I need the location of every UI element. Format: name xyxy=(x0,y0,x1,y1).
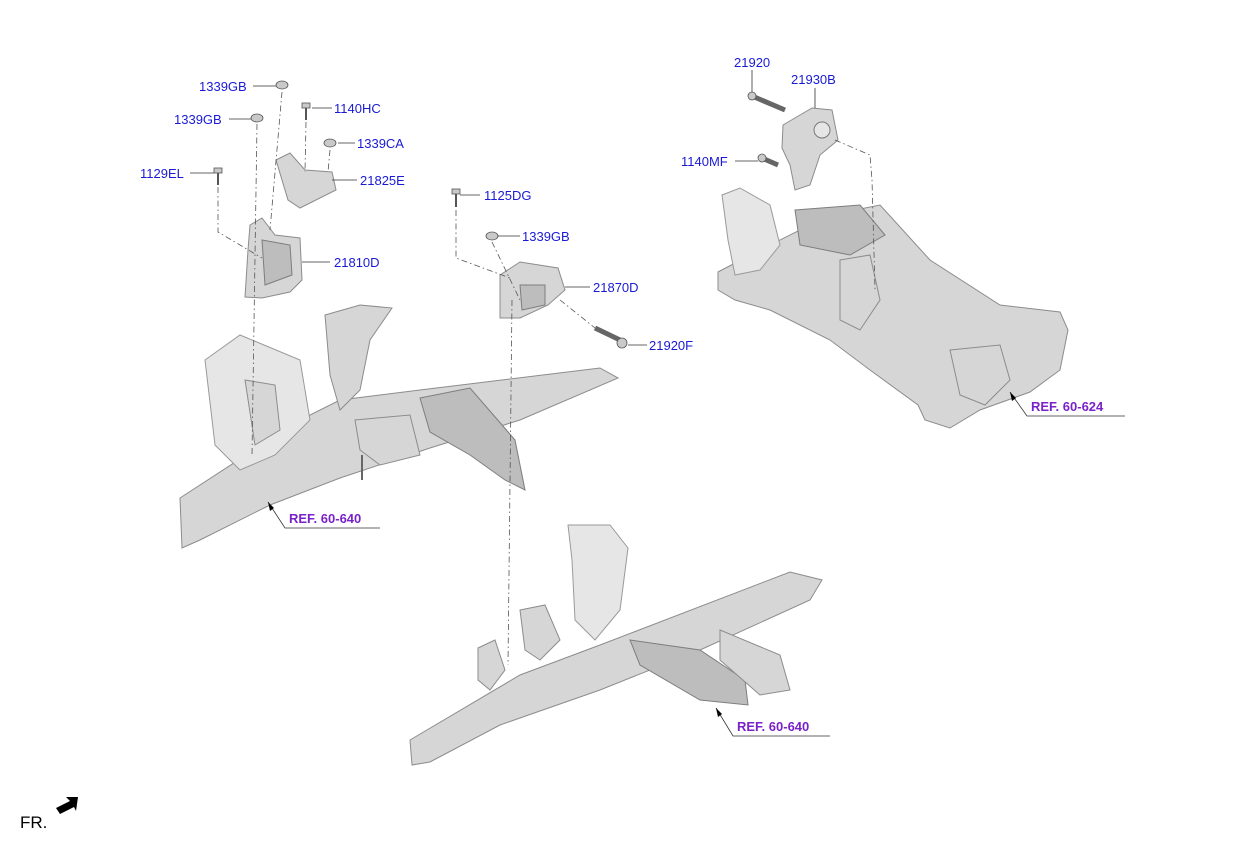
bracket-21825e xyxy=(275,152,337,209)
label-1125dg: 1125DG xyxy=(484,188,531,203)
engine-mount-21810d xyxy=(244,217,303,299)
label-21920f: 21920F xyxy=(649,338,693,353)
subframe-assembly xyxy=(717,187,1069,429)
ref-link-right[interactable]: REF. 60-624 xyxy=(1031,399,1104,414)
label-1339gb-top: 1339GB xyxy=(199,79,247,94)
label-1140mf: 1140MF xyxy=(681,154,728,169)
label-21930b: 21930B xyxy=(791,72,836,87)
bottom-side-member-assembly xyxy=(409,524,823,766)
left-side-member-assembly xyxy=(179,304,620,549)
label-21870d: 21870D xyxy=(593,280,639,295)
label-1339gb-mid: 1339GB xyxy=(174,112,222,127)
label-21920: 21920 xyxy=(734,55,770,70)
leader-lines xyxy=(190,70,1125,737)
label-1339gb-right: 1339GB xyxy=(522,229,570,244)
label-21825e: 21825E xyxy=(360,173,405,188)
label-1129el: 1129EL xyxy=(140,166,184,181)
transmission-mount-21870d xyxy=(499,261,566,319)
front-arrow-icon xyxy=(56,797,78,814)
label-1339ca: 1339CA xyxy=(357,136,404,151)
label-21810d: 21810D xyxy=(334,255,380,270)
ref-link-left[interactable]: REF. 60-640 xyxy=(289,511,361,526)
ref-link-bottom[interactable]: REF. 60-640 xyxy=(737,719,809,734)
fasteners xyxy=(213,80,786,349)
label-1140hc: 1140HC xyxy=(334,101,381,116)
assembly-centerlines xyxy=(217,91,876,666)
front-label: FR. xyxy=(20,813,47,832)
front-direction-indicator: FR. xyxy=(20,797,78,832)
bracket-21930b xyxy=(781,107,839,191)
